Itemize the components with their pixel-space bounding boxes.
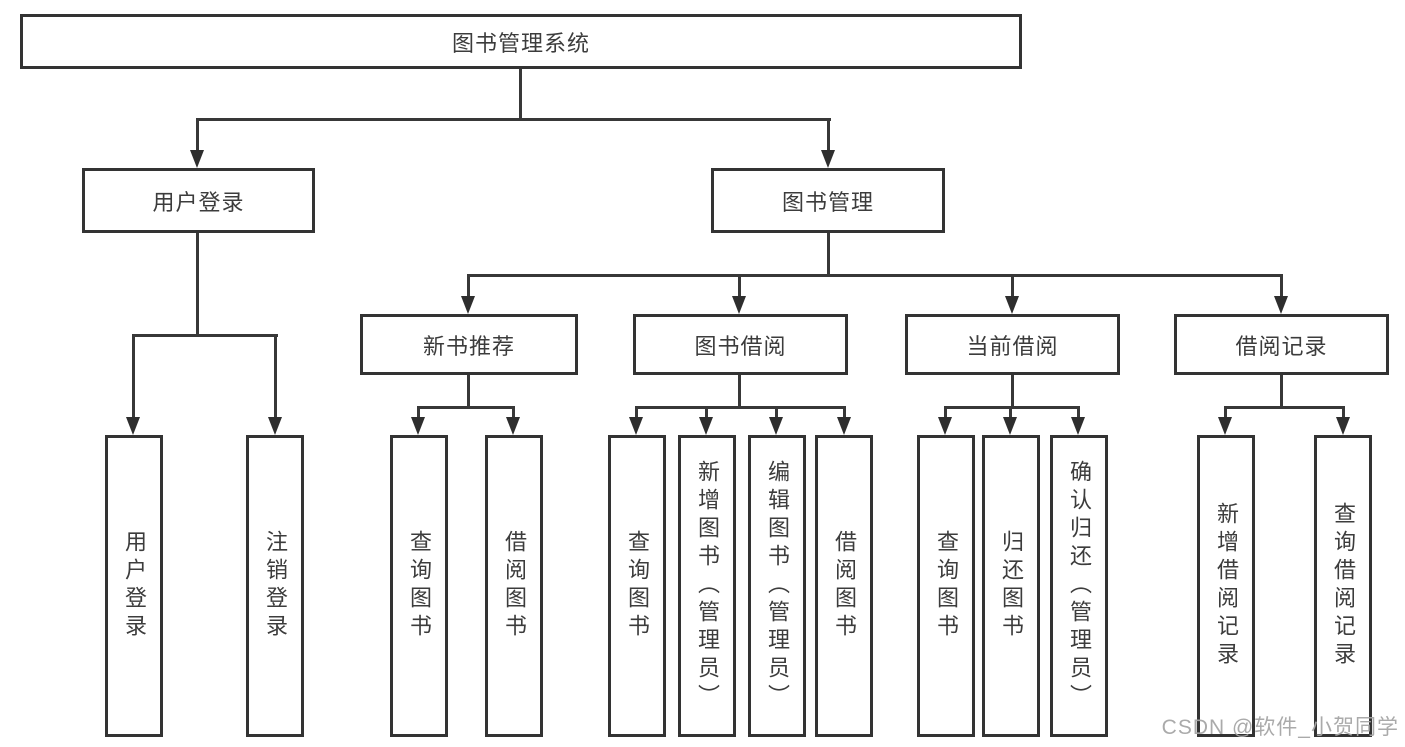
node-label: 借阅记录 [1235,333,1328,359]
arrowhead-icon [126,417,140,435]
arrowhead-icon [1336,417,1350,435]
connector-drop-level3 [467,274,470,298]
connector-level3-rail [467,274,1283,277]
leaf-return-book: 归还图书 [982,435,1040,737]
arrowhead-icon [461,296,475,314]
leaf-label: 新增借阅记录 [1214,502,1239,670]
connector-drop-leaf [944,406,947,419]
connector-drop-leaf [274,334,277,419]
connector-drop-leaf [775,406,778,419]
node-label: 图书管理 [781,189,874,215]
connector-user-login-stem [196,233,199,337]
connector-level2-rail [196,118,831,121]
leaf-label: 借阅图书 [502,530,527,642]
leaf-edit-book-admin: 编辑图书（管理员） [748,435,806,737]
node-label: 图书管理系统 [451,30,590,56]
leaf-query-book-recommend: 查询图书 [390,435,448,737]
leaf-label: 确认归还（管理员） [1067,460,1092,712]
node-new-book-recommendation: 新书推荐 [360,314,578,375]
leaf-query-book-borrowing: 查询图书 [608,435,666,737]
connector-current-rail [944,406,1080,409]
node-label: 图书借阅 [694,333,787,359]
connector-drop-leaf [512,406,515,419]
leaf-label: 新增图书（管理员） [695,460,720,712]
connector-drop-user-login [196,118,199,152]
arrowhead-icon [1005,296,1019,314]
connector-book-management-stem [827,233,830,277]
connector-recommend-rail [417,406,515,409]
leaf-user-login: 用户登录 [105,435,163,737]
connector-drop-leaf [1077,406,1080,419]
connector-drop-level3 [738,274,741,298]
leaf-confirm-return-admin: 确认归还（管理员） [1050,435,1108,737]
leaf-label: 编辑图书（管理员） [765,460,790,712]
connector-recommend-stem [467,375,470,409]
arrowhead-icon [699,417,713,435]
connector-drop-leaf [417,406,420,419]
leaf-add-borrow-record: 新增借阅记录 [1197,435,1255,737]
arrowhead-icon [769,417,783,435]
node-label: 新书推荐 [422,333,515,359]
leaf-label: 用户登录 [122,530,147,642]
leaf-query-book-current: 查询图书 [917,435,975,737]
arrowhead-icon [1003,417,1017,435]
arrowhead-icon [1218,417,1232,435]
connector-borrowing-stem [738,375,741,409]
leaf-query-borrow-record: 查询借阅记录 [1314,435,1372,737]
leaf-label: 查询图书 [407,530,432,642]
connector-drop-leaf [1009,406,1012,419]
arrowhead-icon [411,417,425,435]
leaf-add-book-admin: 新增图书（管理员） [678,435,736,737]
connector-drop-leaf [843,406,846,419]
leaf-label: 查询图书 [934,530,959,642]
leaf-borrow-book: 借阅图书 [815,435,873,737]
arrowhead-icon [506,417,520,435]
arrowhead-icon [268,417,282,435]
arrowhead-icon [629,417,643,435]
node-label: 当前借阅 [966,333,1059,359]
connector-drop-book-management [827,118,830,152]
arrowhead-icon [938,417,952,435]
arrowhead-icon [190,150,204,168]
leaf-borrow-book-recommend: 借阅图书 [485,435,543,737]
connector-drop-leaf [1224,406,1227,419]
connector-current-stem [1011,375,1014,409]
connector-records-stem [1280,375,1283,409]
node-library-management-system: 图书管理系统 [20,14,1022,69]
arrowhead-icon [1274,296,1288,314]
leaf-logout: 注销登录 [246,435,304,737]
arrowhead-icon [1071,417,1085,435]
node-current-borrowing: 当前借阅 [905,314,1120,375]
arrowhead-icon [837,417,851,435]
connector-drop-leaf [1342,406,1345,419]
connector-drop-leaf [705,406,708,419]
node-book-management: 图书管理 [711,168,945,233]
connector-drop-level3 [1280,274,1283,298]
connector-root-stem [519,69,522,121]
leaf-label: 借阅图书 [832,530,857,642]
node-user-login: 用户登录 [82,168,315,233]
leaf-label: 归还图书 [999,530,1024,642]
csdn-watermark: CSDN @软件_小贺同学 [1161,716,1399,739]
node-book-borrowing: 图书借阅 [633,314,848,375]
arrowhead-icon [821,150,835,168]
connector-drop-leaf [635,406,638,419]
leaf-label: 注销登录 [263,530,288,642]
connector-drop-leaf [132,334,135,419]
connector-user-login-rail [132,334,278,337]
node-label: 用户登录 [152,189,245,215]
connector-borrowing-rail [635,406,846,409]
leaf-label: 查询图书 [625,530,650,642]
connector-drop-level3 [1011,274,1014,298]
connector-records-rail [1224,406,1344,409]
node-borrowing-records: 借阅记录 [1174,314,1389,375]
leaf-label: 查询借阅记录 [1331,502,1356,670]
arrowhead-icon [732,296,746,314]
